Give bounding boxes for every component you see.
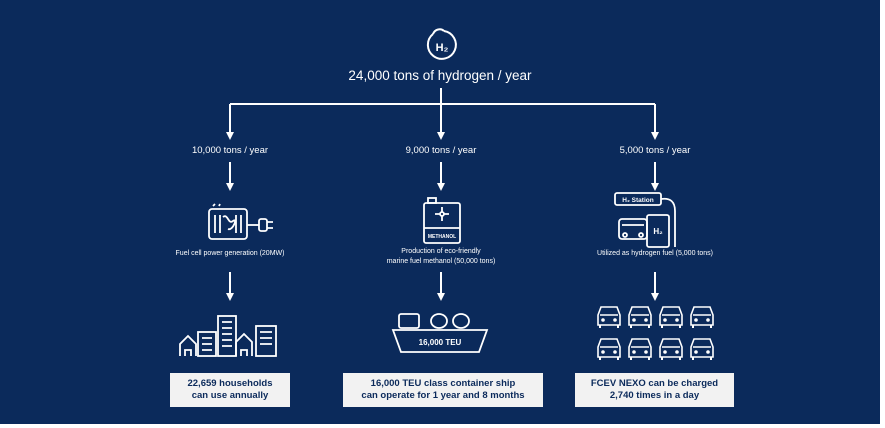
- hydrogen-h2-icon: H₂: [426, 28, 457, 60]
- cars-grid-icon: [597, 306, 714, 361]
- branch-3-result-box: FCEV NEXO can be charged 2,740 times in …: [575, 373, 734, 407]
- methanol-tank-icon: METHANOL: [423, 197, 461, 244]
- branch-3-result-line-2: 2,740 times in a day: [609, 390, 700, 401]
- branch-2-result-line-2: can operate for 1 year and 8 months: [361, 390, 525, 401]
- fuel-cell-plug-icon: [208, 203, 273, 240]
- branch-3-caption: Utilized as hydrogen fuel (5,000 tons): [597, 250, 713, 257]
- branch-1-caption: Fuel cell power generation (20MW): [175, 250, 285, 257]
- container-ship-icon: 16,000 TEU: [391, 313, 489, 353]
- h2-symbol: H₂: [436, 42, 449, 54]
- branch-1-result-line-1: 22,659 households: [187, 378, 273, 389]
- branch-1-rate: 10,000 tons / year: [191, 145, 269, 156]
- branch-2-caption-line-2: marine fuel methanol (50,000 tons): [386, 258, 496, 265]
- h2-station-icon: H₂ Station H₂: [614, 192, 676, 248]
- branch-3-rate: 5,000 tons / year: [619, 145, 691, 156]
- buildings-icon: [179, 315, 277, 357]
- branch-1-result-line-2: can use annually: [191, 390, 269, 401]
- branch-1-result-box: 22,659 households can use annually: [170, 373, 290, 407]
- methanol-label: METHANOL: [428, 234, 456, 240]
- branch-2-caption: Production of eco-friendly marine fuel m…: [341, 247, 541, 267]
- branch-2-result-box: 16,000 TEU class container ship can oper…: [343, 373, 543, 407]
- branch-2-rate: 9,000 tons / year: [405, 145, 477, 156]
- branch-2-caption-line-1: Production of eco-friendly: [401, 248, 481, 255]
- branch-2-result-line-1: 16,000 TEU class container ship: [370, 378, 516, 389]
- pump-h2-symbol: H₂: [653, 227, 663, 236]
- branch-3-result-line-1: FCEV NEXO can be charged: [590, 378, 719, 389]
- diagram-title: 24,000 tons of hydrogen / year: [348, 68, 532, 83]
- station-label: H₂ Station: [622, 197, 653, 204]
- ship-label: 16,000 TEU: [419, 338, 462, 347]
